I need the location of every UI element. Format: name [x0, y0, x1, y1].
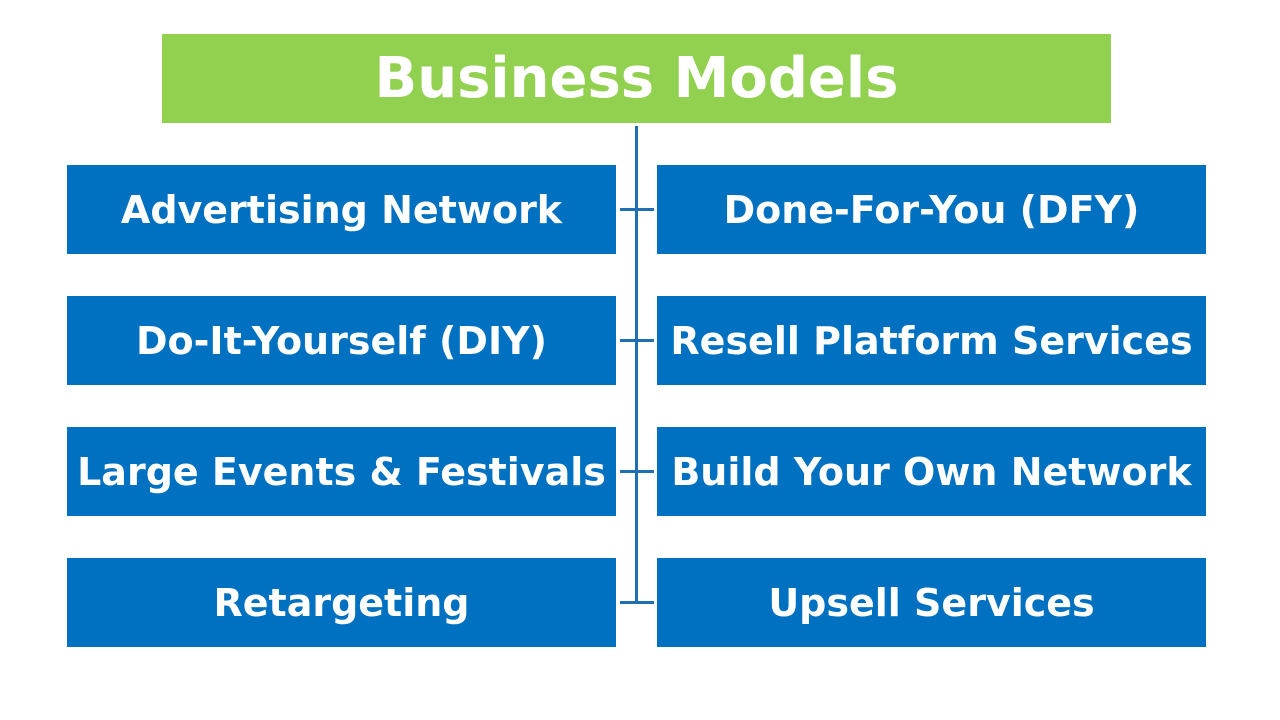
model-box-large-events-festivals: Large Events & Festivals — [67, 427, 616, 516]
model-label: Retargeting — [213, 580, 470, 625]
model-box-build-your-own-network: Build Your Own Network — [657, 427, 1206, 516]
model-box-retargeting: Retargeting — [67, 558, 616, 647]
model-label: Large Events & Festivals — [77, 449, 606, 494]
connector-trunk — [635, 126, 638, 604]
model-label: Upsell Services — [768, 580, 1095, 625]
model-box-upsell-services: Upsell Services — [657, 558, 1206, 647]
connector-branch-3 — [620, 470, 654, 473]
model-label: Do-It-Yourself (DIY) — [136, 318, 547, 363]
diagram-title: Business Models — [374, 46, 899, 111]
connector-branch-2 — [620, 339, 654, 342]
diagram-title-box: Business Models — [162, 34, 1111, 123]
connector-branch-1 — [620, 208, 654, 211]
model-label: Done-For-You (DFY) — [723, 187, 1140, 232]
model-label: Resell Platform Services — [670, 318, 1193, 363]
model-box-resell-platform-services: Resell Platform Services — [657, 296, 1206, 385]
model-box-advertising-network: Advertising Network — [67, 165, 616, 254]
model-label: Advertising Network — [120, 187, 563, 232]
model-box-done-for-you: Done-For-You (DFY) — [657, 165, 1206, 254]
model-box-do-it-yourself: Do-It-Yourself (DIY) — [67, 296, 616, 385]
connector-branch-4 — [620, 601, 654, 604]
model-label: Build Your Own Network — [671, 449, 1192, 494]
